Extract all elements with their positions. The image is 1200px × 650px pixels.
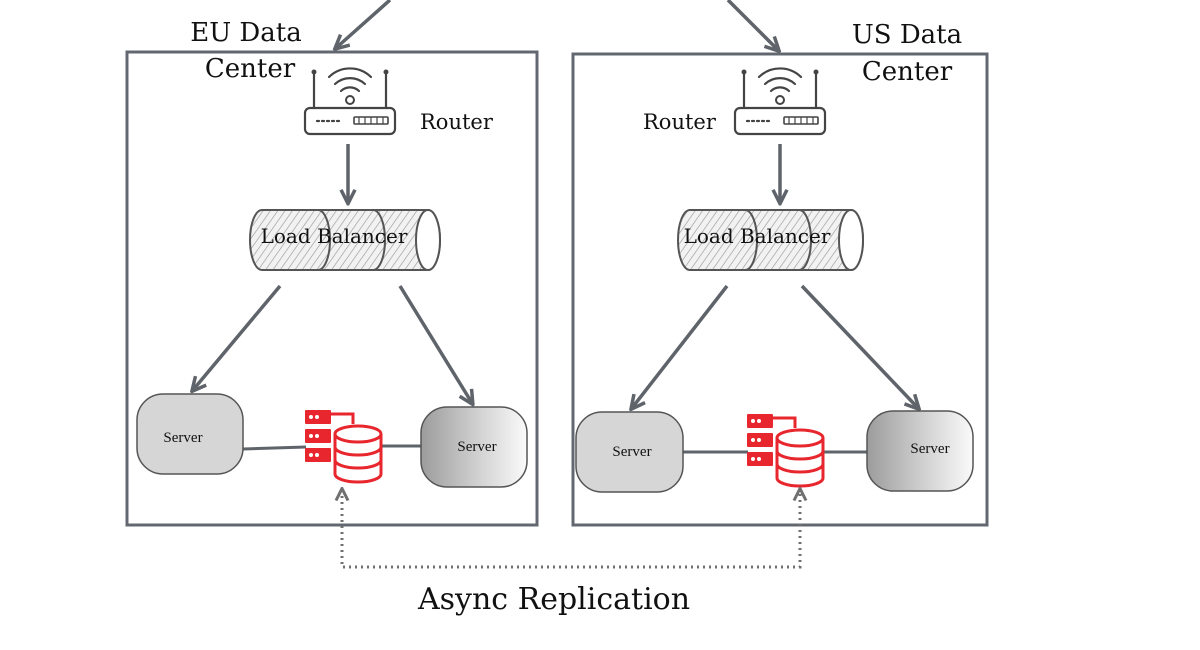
us-data-center: US Data Center Router xyxy=(571,20,989,527)
us-lb-to-right-server-arrow xyxy=(800,284,918,408)
eu-server-left-label: Server xyxy=(163,430,202,446)
eu-left-server-link xyxy=(242,445,307,451)
eu-lb-to-right-server-arrow xyxy=(398,285,472,403)
database-icon xyxy=(747,414,825,488)
eu-lb-to-left-server-arrow xyxy=(193,284,282,390)
top-arrow-to-us xyxy=(726,0,778,50)
eu-title-line1: EU Data xyxy=(190,18,301,48)
us-load-balancer: Load Balancer xyxy=(677,209,864,271)
us-server-left-label: Server xyxy=(612,444,651,460)
server-rack-icon xyxy=(747,414,797,466)
top-arrow-to-eu xyxy=(336,0,392,48)
us-title-line2: Center xyxy=(862,57,953,87)
us-server-left: Server xyxy=(575,411,684,493)
eu-server-left: Server xyxy=(136,393,244,475)
replication-connector xyxy=(342,490,800,569)
us-server-right-label: Server xyxy=(910,441,949,457)
eu-load-balancer: Load Balancer xyxy=(249,209,441,271)
database-icon xyxy=(305,410,383,484)
eu-title-line2: Center xyxy=(205,54,296,84)
us-load-balancer-label: Load Balancer xyxy=(684,224,831,248)
us-data-center-frame xyxy=(571,52,989,527)
router-icon xyxy=(733,67,827,136)
eu-data-center: EU Data Center Router xyxy=(125,18,539,527)
eu-router-label: Router xyxy=(420,110,494,134)
us-server-right: Server xyxy=(866,410,974,492)
eu-server-right-label: Server xyxy=(457,439,496,455)
eu-server-right: Server xyxy=(420,406,528,488)
router-icon xyxy=(303,67,397,136)
us-title-line1: US Data xyxy=(852,20,962,50)
eu-data-center-frame xyxy=(125,50,539,527)
eu-load-balancer-label: Load Balancer xyxy=(261,224,408,248)
server-rack-icon xyxy=(305,410,355,462)
us-router-label: Router xyxy=(643,110,717,134)
us-lb-to-left-server-arrow xyxy=(632,284,729,408)
replication-label: Async Replication xyxy=(417,582,690,617)
